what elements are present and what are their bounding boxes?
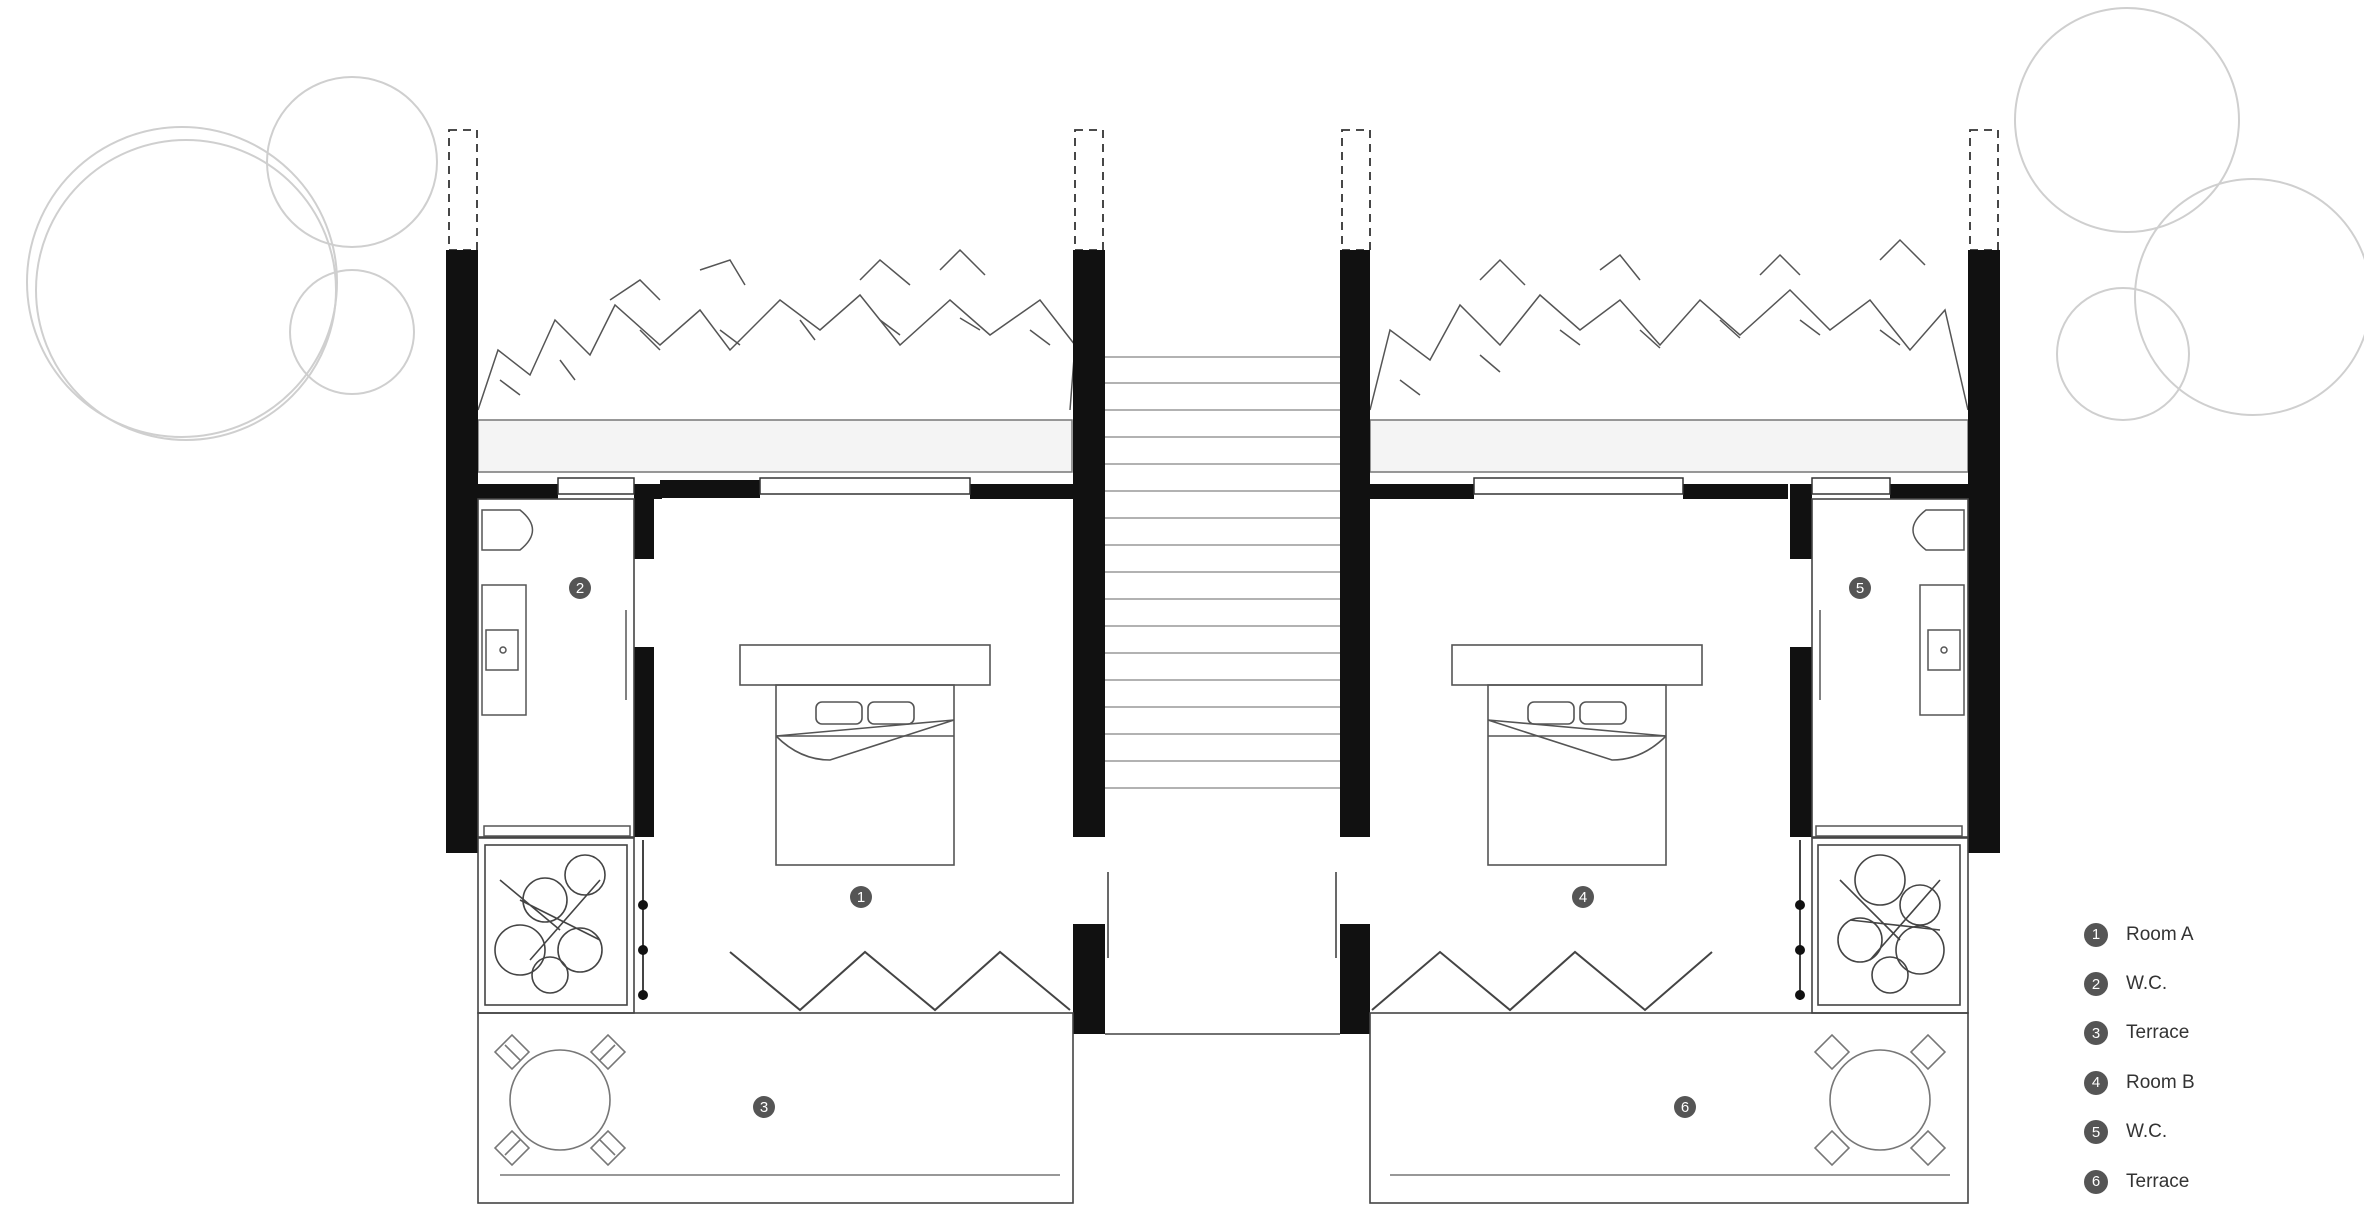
- gravel-strip-right: [1369, 419, 1969, 473]
- svg-text:3: 3: [760, 1099, 768, 1116]
- planted-garden-right: [1369, 238, 1969, 411]
- legend: 1 Room A 2 W.C. 3 Terrace 4 Room B 5 W.C…: [2084, 910, 2344, 1206]
- legend-label: Room A: [2126, 923, 2194, 945]
- room-marker-6: 6: [1674, 1096, 1696, 1118]
- room-outlines: [477, 498, 1969, 1204]
- svg-text:2: 2: [576, 580, 584, 597]
- legend-item: 5 W.C.: [2084, 1108, 2344, 1157]
- entry-doors: [1107, 872, 1337, 958]
- svg-text:5: 5: [1856, 580, 1864, 597]
- staircase: [1104, 356, 1340, 789]
- door-hinges: [638, 900, 1805, 1000]
- legend-item: 3 Terrace: [2084, 1009, 2344, 1058]
- legend-item: 4 Room B: [2084, 1058, 2344, 1107]
- legend-label: W.C.: [2126, 973, 2168, 995]
- legend-label: W.C.: [2126, 1121, 2168, 1143]
- legend-item: 2 W.C.: [2084, 959, 2344, 1008]
- legend-number: 3: [2084, 1021, 2108, 1046]
- dashed-wall-extensions: [448, 129, 1999, 251]
- legend-number: 2: [2084, 972, 2108, 997]
- legend-number: 6: [2084, 1169, 2108, 1194]
- room-marker-1: 1: [850, 886, 872, 908]
- svg-text:1: 1: [857, 889, 865, 906]
- terrace-table-right: [1390, 1033, 1950, 1176]
- bed-room-a: [739, 644, 991, 866]
- legend-label: Terrace: [2126, 1170, 2190, 1192]
- terrace-table-left: [493, 1033, 1060, 1176]
- planter-box-right: [1817, 844, 1961, 1006]
- folding-door-right: [1371, 840, 1801, 1012]
- windows: [557, 477, 1891, 495]
- svg-text:4: 4: [1579, 889, 1587, 906]
- wc-fixtures-left: [481, 509, 631, 837]
- tree-canopy-right: [2014, 7, 2364, 421]
- room-marker-2: 2: [569, 577, 591, 599]
- planter-box-left: [484, 844, 628, 1006]
- gravel-strip-left: [477, 419, 1073, 473]
- legend-number: 5: [2084, 1120, 2108, 1145]
- legend-label: Terrace: [2126, 1022, 2190, 1044]
- folding-door-left: [642, 840, 1071, 1012]
- legend-label: Room B: [2126, 1071, 2195, 1093]
- room-marker-5: 5: [1849, 577, 1871, 599]
- legend-item: 6 Terrace: [2084, 1157, 2344, 1206]
- walls: [446, 250, 2000, 1034]
- legend-number: 1: [2084, 922, 2108, 947]
- wc-fixtures-right: [1815, 509, 1965, 837]
- svg-text:6: 6: [1681, 1099, 1689, 1116]
- legend-item: 1 Room A: [2084, 910, 2344, 959]
- tree-canopy-left: [26, 76, 438, 441]
- legend-number: 4: [2084, 1070, 2108, 1095]
- room-marker-4: 4: [1572, 886, 1594, 908]
- bed-room-b: [1451, 644, 1703, 866]
- planted-garden-left: [477, 248, 1076, 411]
- room-marker-3: 3: [753, 1096, 775, 1118]
